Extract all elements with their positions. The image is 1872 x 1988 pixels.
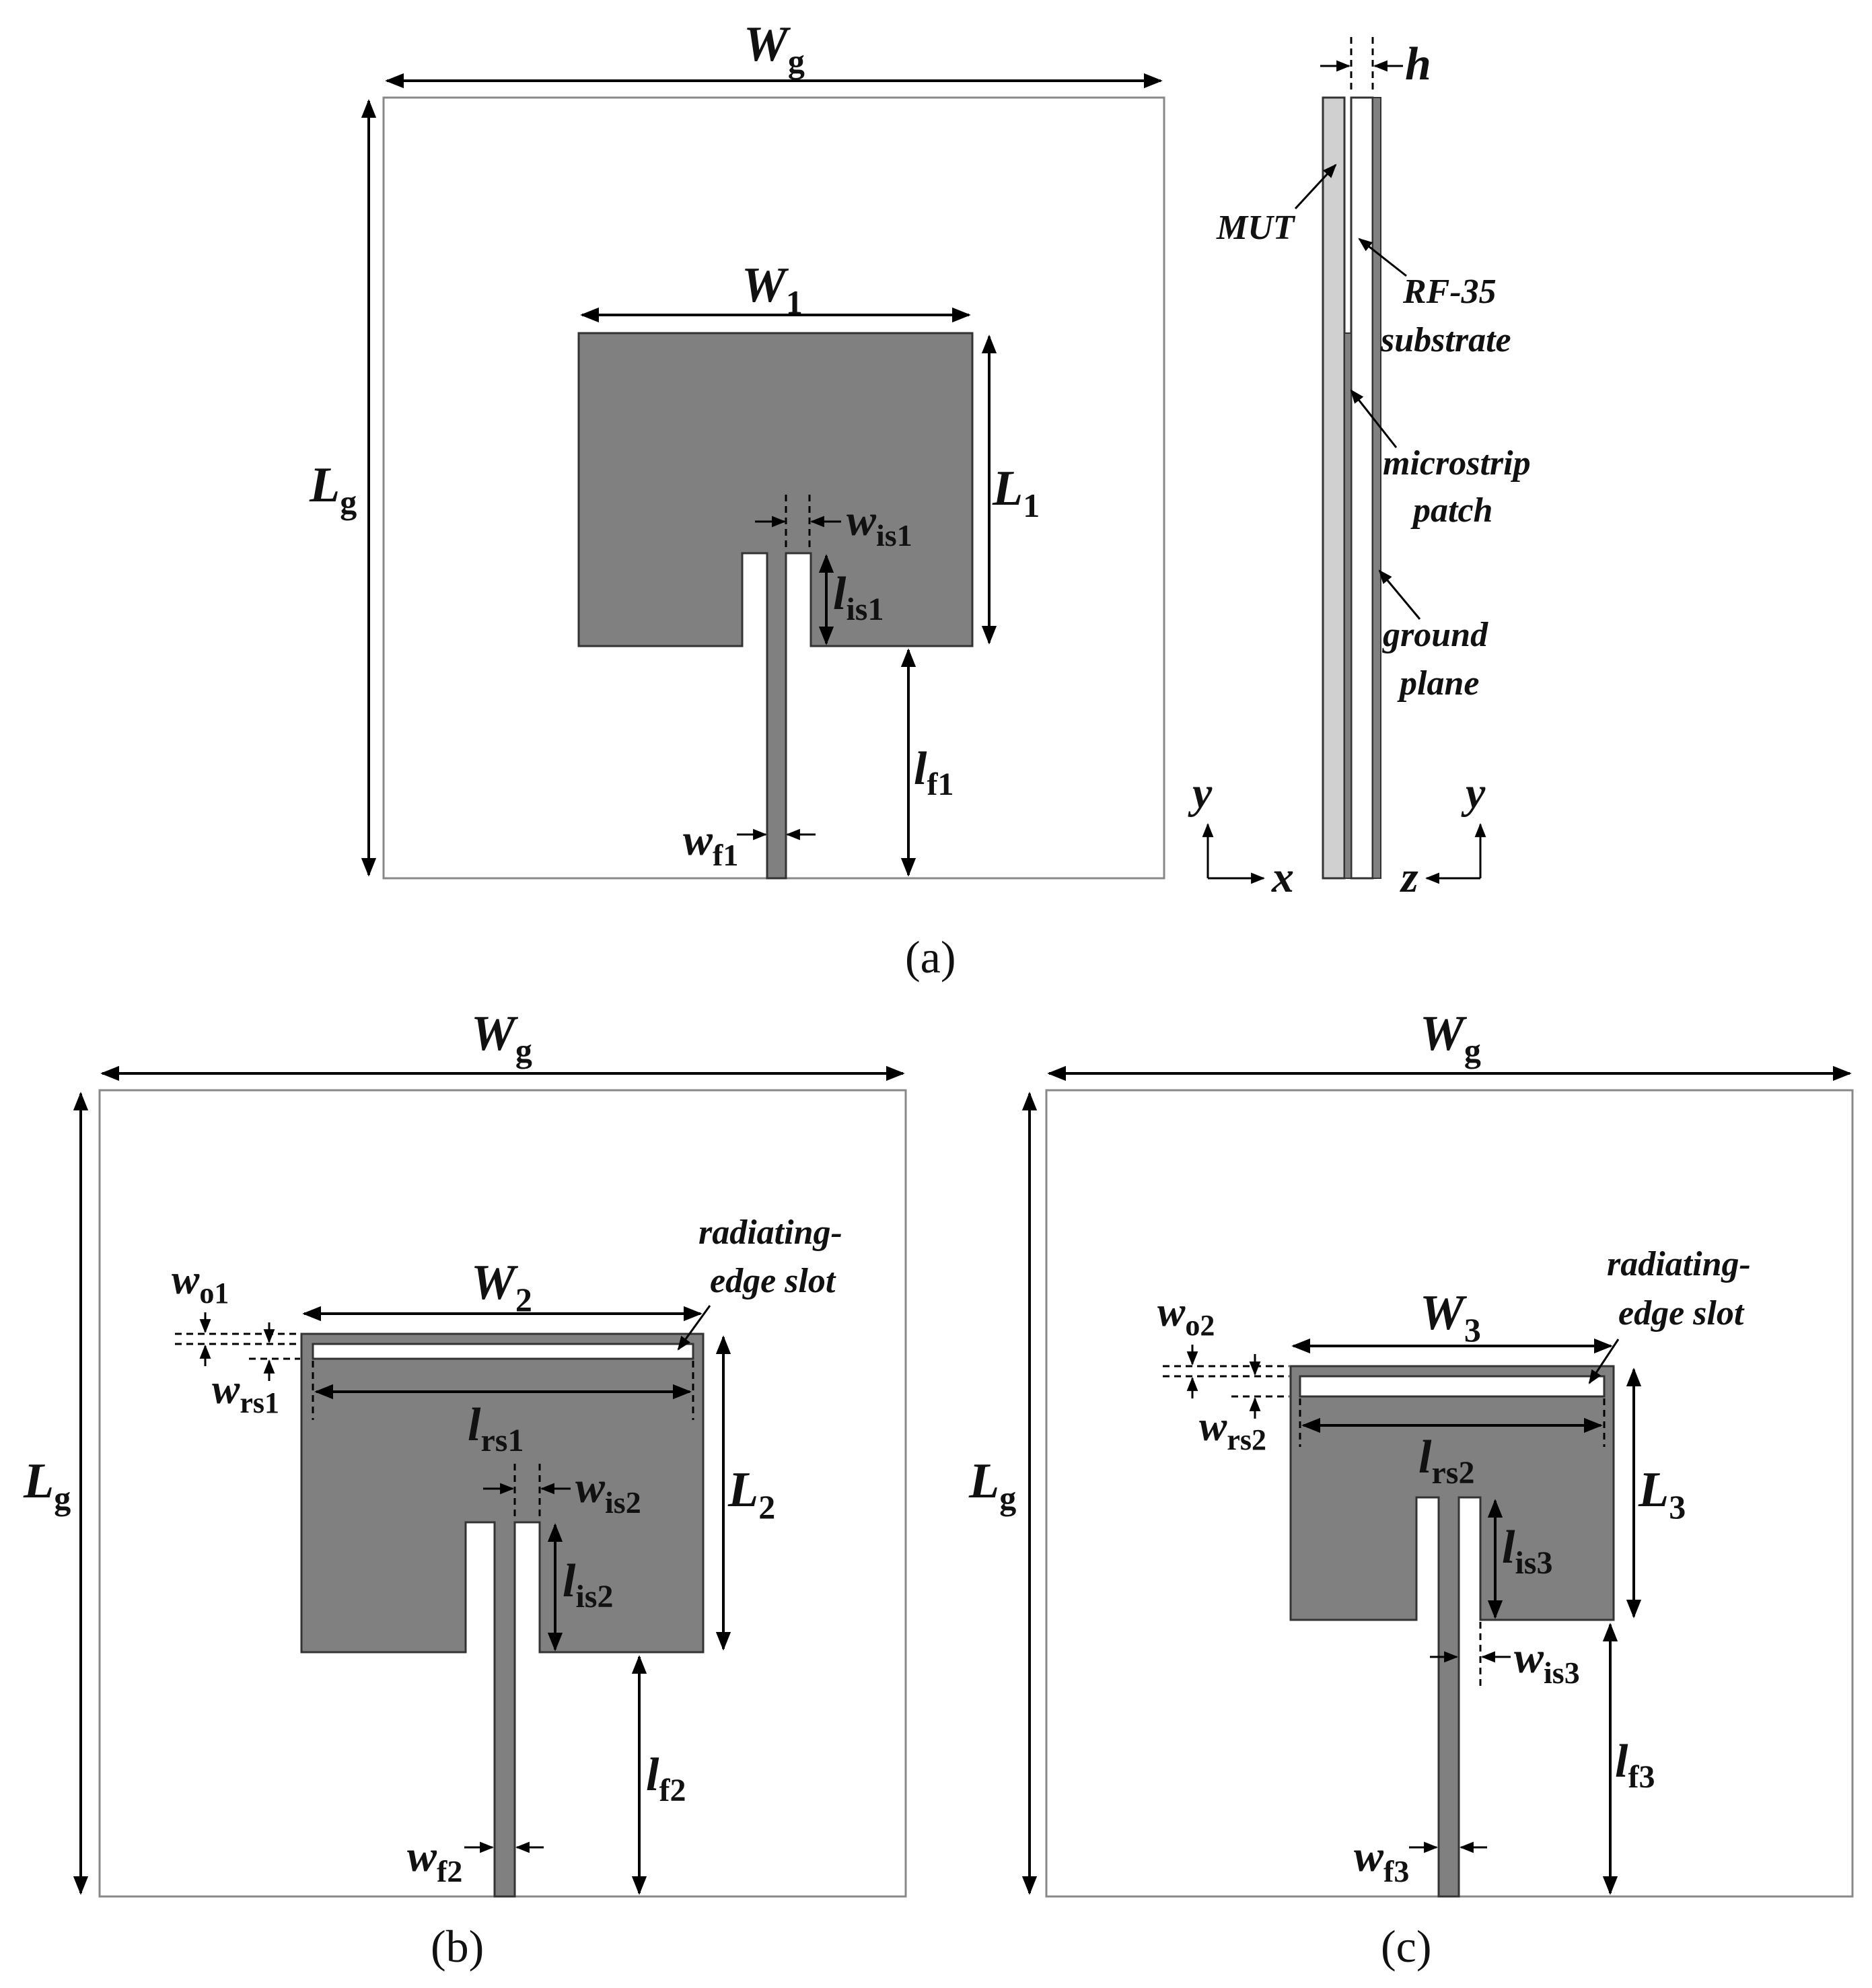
ground-layer <box>1372 97 1381 879</box>
label-substrate-1: RF-35 <box>1402 273 1497 311</box>
label-w1: W1 <box>742 258 803 321</box>
label-wg-c: Wg <box>1420 1006 1481 1069</box>
label-patch-2: patch <box>1410 491 1492 530</box>
substrate-layer <box>1350 96 1374 880</box>
label-wf1: wf1 <box>683 816 738 872</box>
label-axis-side-y: y <box>1461 769 1486 818</box>
label-lf2: lf2 <box>646 1749 686 1808</box>
label-l2: L2 <box>727 1462 775 1526</box>
leader-ground <box>1378 569 1421 620</box>
label-wrs2: wrs2 <box>1199 1404 1266 1456</box>
label-l3: L3 <box>1638 1462 1686 1526</box>
label-lf1: lf1 <box>914 743 953 802</box>
caption-b: (b) <box>431 1921 484 1972</box>
label-lrs2: lrs2 <box>1418 1431 1474 1491</box>
panel-b: Wg Lg W2 radiating- edge slot wo1 wrs1 l… <box>23 1006 907 1898</box>
patch-c <box>1289 1365 1615 1898</box>
leader-mut <box>1294 164 1337 210</box>
label-substrate-2: substrate <box>1380 321 1511 359</box>
label-patch-1: microstrip <box>1383 444 1531 483</box>
label-lg-a: Lg <box>309 458 357 521</box>
label-ground-1: ground <box>1382 616 1488 654</box>
label-axis-front-x: x <box>1271 853 1294 902</box>
label-wo1: wo1 <box>172 1257 229 1310</box>
label-lis1: lis1 <box>833 568 884 627</box>
label-wrs1: wrs1 <box>212 1367 279 1419</box>
label-slot-b-2: edge slot <box>710 1262 836 1300</box>
label-lf3: lf3 <box>1615 1736 1655 1795</box>
label-h: h <box>1405 38 1431 90</box>
label-lis3: lis3 <box>1502 1522 1552 1581</box>
label-wg-b: Wg <box>471 1006 532 1069</box>
panel-c: Wg Lg W3 radiating- edge slot wo2 wrs2 l… <box>968 1006 1854 1898</box>
radiating-slot-b <box>312 1343 694 1360</box>
label-slot-c-2: edge slot <box>1618 1294 1745 1333</box>
label-lg-b: Lg <box>23 1454 71 1517</box>
label-wf3: wf3 <box>1354 1832 1409 1888</box>
label-lis2: lis2 <box>563 1555 613 1614</box>
leader-slot-c <box>1588 1339 1620 1384</box>
label-axis-side-z: z <box>1400 853 1418 902</box>
caption-a: (a) <box>905 931 956 983</box>
label-wis2: wis2 <box>575 1463 641 1520</box>
patch-layer <box>1344 332 1352 879</box>
label-axis-front-y: y <box>1188 769 1213 818</box>
label-wf2: wf2 <box>407 1832 462 1888</box>
label-lg-c: Lg <box>968 1454 1016 1517</box>
label-wg-a: Wg <box>744 17 805 80</box>
caption-c: (c) <box>1381 1921 1431 1972</box>
patch-b <box>300 1333 705 1898</box>
panel-a: Wg Lg W1 L1 wis1 lis1 lf1 wf1 <box>309 17 1165 880</box>
label-ground-2: plane <box>1397 664 1479 703</box>
patch-a <box>577 332 974 880</box>
label-l1: L1 <box>992 461 1040 524</box>
label-slot-b-1: radiating- <box>698 1213 842 1252</box>
label-wis1: wis1 <box>847 496 912 553</box>
label-mut: MUT <box>1216 209 1296 247</box>
side-view: h MUT RF-35 substrate microstrip patch g… <box>1188 37 1531 902</box>
label-wo2: wo2 <box>1157 1289 1215 1342</box>
label-slot-c-1: radiating- <box>1607 1245 1751 1283</box>
leader-substrate <box>1358 238 1407 277</box>
leader-patch <box>1350 389 1398 448</box>
mut-layer <box>1322 96 1346 880</box>
radiating-slot-c <box>1299 1375 1606 1398</box>
label-w2: W2 <box>471 1255 532 1318</box>
label-lrs1: lrs1 <box>468 1399 524 1458</box>
label-wis3: wis3 <box>1514 1633 1580 1690</box>
label-w3: W3 <box>1420 1285 1481 1349</box>
leader-slot-b <box>677 1305 711 1351</box>
